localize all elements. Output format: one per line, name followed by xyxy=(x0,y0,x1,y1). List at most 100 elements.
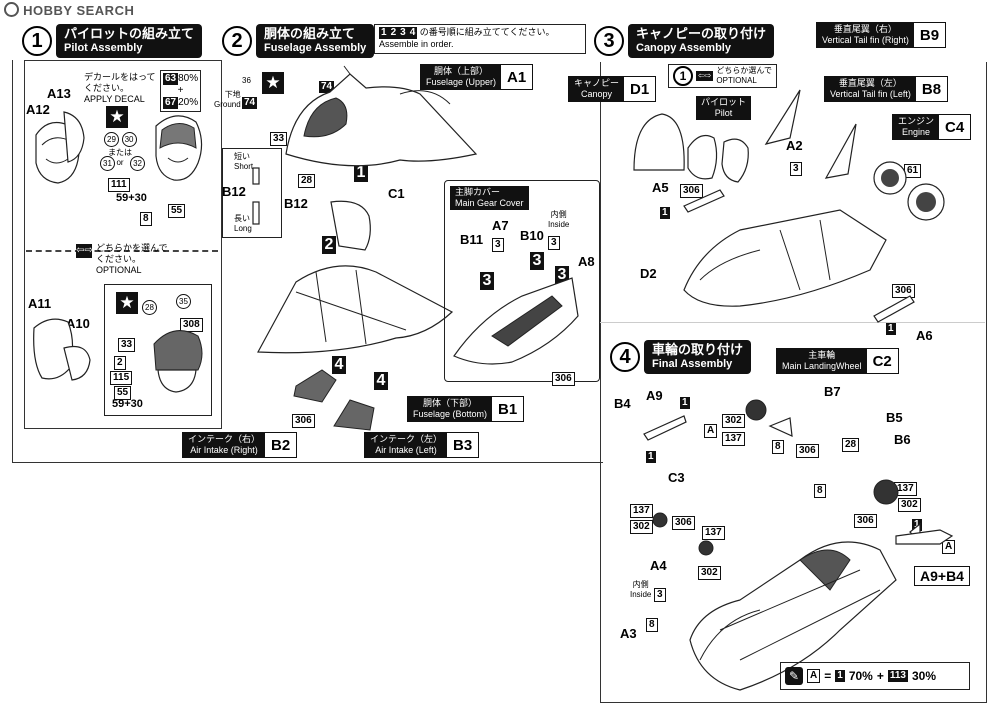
pilot-a13-drawing xyxy=(63,111,85,163)
color-1-a5: 1 xyxy=(660,207,670,219)
c4-color-1b: 1 xyxy=(646,451,656,463)
label-fuselage-bottom: 胴体（下部）Fuselage (Bottom) B1 xyxy=(407,396,525,422)
intake-right-drawing xyxy=(293,369,337,403)
color-306-intake: 306 xyxy=(292,410,315,428)
seq-3a: 3 xyxy=(480,272,494,290)
apply-decal-note: デカールをはってください。APPLY DECAL xyxy=(84,72,156,104)
helmet-painted-drawing xyxy=(153,330,203,393)
ground-color: 74 xyxy=(242,97,258,109)
color-28-body: 28 xyxy=(298,170,316,188)
part-a10: A10 xyxy=(66,316,90,331)
color-59-30-helmet: 59+30 xyxy=(112,398,143,410)
seq-1: 1 xyxy=(354,164,368,182)
part-b10: B10 xyxy=(520,228,544,243)
part-a6: A6 xyxy=(916,328,933,343)
color-35-helmet: 35 xyxy=(176,294,191,309)
c4-color-306b: 306 xyxy=(854,510,877,528)
part-a4: A4 xyxy=(650,558,667,573)
c4-color-306c: 306 xyxy=(672,512,695,530)
c4-color-302d: 302 xyxy=(698,562,721,580)
color-2-helmet: 2 xyxy=(114,352,126,370)
canopy-drawing xyxy=(633,113,685,171)
step4-number: 4 xyxy=(610,342,640,372)
label-tail-right: 垂直尾翼（右）Vertical Tail fin (Right) B9 xyxy=(816,22,947,48)
b12-strut-drawing xyxy=(252,167,260,225)
color-3-a2: 3 xyxy=(790,158,802,176)
gear-color-3a: 3 xyxy=(492,234,504,252)
step1-panel xyxy=(24,60,222,429)
label-intake-right: インテーク（右）Air Intake (Right) B2 xyxy=(182,432,298,458)
label-tail-left: 垂直尾翼（左）Vertical Tail fin (Left) B8 xyxy=(824,76,949,102)
part-b6: B6 xyxy=(894,432,911,447)
brand-logo: HOBBY SEARCH xyxy=(4,2,134,18)
part-a3: A3 xyxy=(620,626,637,641)
color-306-a6: 306 xyxy=(892,280,915,298)
part-b5: B5 xyxy=(886,410,903,425)
part-a8: A8 xyxy=(578,254,595,269)
step1-number: 1 xyxy=(22,26,52,56)
final-plane-drawing xyxy=(689,541,897,691)
seq-4a: 4 xyxy=(332,356,346,374)
decal-36: 36 xyxy=(242,76,251,85)
gear-color-306: 306 xyxy=(552,368,575,386)
part-a11: A11 xyxy=(28,296,52,311)
gear-cover-inset xyxy=(444,180,600,382)
paint-brush-icon: ✎ xyxy=(785,667,803,685)
step3-number: 3 xyxy=(594,26,624,56)
color-28-helmet: 28 xyxy=(142,300,157,315)
engine-drawing xyxy=(873,161,945,221)
color-306-a5: 306 xyxy=(680,180,703,198)
c4-color-28: 28 xyxy=(842,434,860,452)
b12-length-box xyxy=(222,148,282,238)
part-b11: B11 xyxy=(460,232,484,247)
fuselage-upper-drawing xyxy=(285,65,478,167)
gear-cover-drawing xyxy=(453,277,579,365)
fuselage-decal-star-icon: ★ xyxy=(262,72,284,94)
c4-color-302c: 302 xyxy=(630,516,653,534)
c4-color-1c: 1 xyxy=(912,519,922,531)
seq-3b: 3 xyxy=(530,252,544,270)
pilot-head-painted xyxy=(155,115,203,181)
color-1-a6: 1 xyxy=(886,323,896,335)
c4-color-302b: 302 xyxy=(898,494,921,512)
step3-bottom xyxy=(600,322,985,323)
c4-color-137d: 137 xyxy=(702,522,725,540)
right-frame xyxy=(600,62,987,703)
box-a-top: A xyxy=(704,420,718,438)
color-31-32: 31 32 xyxy=(100,156,146,171)
color-74-nose: 74 xyxy=(319,81,335,93)
helmet-detail-box xyxy=(104,284,212,416)
c4-color-3: 3 xyxy=(654,584,666,602)
c4-color-137a: 137 xyxy=(722,428,745,446)
part-a7: A7 xyxy=(492,218,509,233)
label-intake-left: インテーク（左）Air Intake (Left) B3 xyxy=(364,432,480,458)
part-c3: C3 xyxy=(668,470,685,485)
color-115-helmet: 115 xyxy=(110,367,133,385)
a5-a6-parts-drawing xyxy=(683,189,915,323)
optional-divider xyxy=(26,250,218,252)
seq-2: 2 xyxy=(322,236,336,254)
color-55-helmet: 55 xyxy=(114,382,132,400)
part-b4: B4 xyxy=(614,396,631,411)
b12-box-label: B12 xyxy=(222,184,246,199)
intake-left-drawing xyxy=(333,399,375,431)
decal-star-icon: ★ xyxy=(106,106,128,128)
a9-b4-missile-drawing xyxy=(895,529,954,545)
c4-color-1a: 1 xyxy=(680,397,690,409)
part-a9: A9 xyxy=(646,388,663,403)
c4-color-8a: 8 xyxy=(772,436,784,454)
seq-3c: 3 xyxy=(555,266,569,284)
